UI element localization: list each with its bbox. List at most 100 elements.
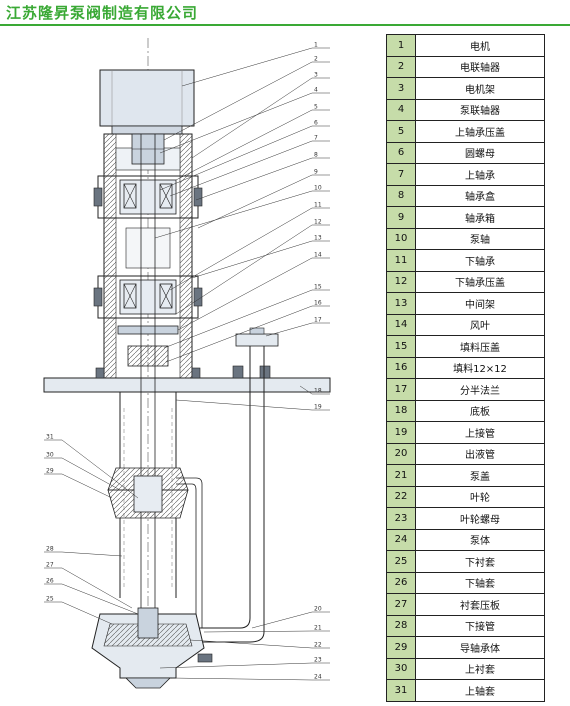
callout-30: 30 bbox=[46, 452, 121, 491]
callout-7: 7 bbox=[169, 135, 318, 197]
part-number: 23 bbox=[386, 507, 416, 530]
callout-15: 15 bbox=[163, 284, 322, 349]
part-number: 20 bbox=[386, 442, 416, 465]
leader-line bbox=[251, 611, 313, 629]
upper-bearing-box bbox=[93, 175, 203, 219]
part-number: 14 bbox=[386, 313, 416, 336]
part-number: 19 bbox=[386, 421, 416, 444]
leader-line bbox=[181, 47, 313, 87]
callout-2: 2 bbox=[163, 56, 318, 141]
part-number: 29 bbox=[386, 636, 416, 659]
pump-assembly-drawing: 1234567891011121314151617181920212223243… bbox=[43, 38, 331, 689]
leader-line bbox=[175, 109, 313, 181]
leader-line bbox=[61, 439, 139, 499]
leader-line bbox=[61, 601, 113, 625]
part-name: 分半法兰 bbox=[415, 378, 545, 401]
callout-number: 20 bbox=[314, 606, 322, 613]
leader-line bbox=[61, 457, 121, 491]
callout-number: 17 bbox=[314, 317, 322, 324]
part-name: 泵轴 bbox=[415, 227, 545, 250]
part-name: 电机架 bbox=[415, 77, 545, 100]
leader-line bbox=[159, 125, 313, 191]
part-name: 泵体 bbox=[415, 528, 545, 551]
leader-line bbox=[163, 61, 313, 141]
callout-number: 27 bbox=[46, 562, 54, 569]
callout-8: 8 bbox=[195, 152, 318, 201]
part-number: 6 bbox=[386, 141, 416, 164]
part-number: 3 bbox=[386, 77, 416, 100]
part-number: 27 bbox=[386, 593, 416, 616]
callout-number: 29 bbox=[46, 468, 54, 475]
leader-line bbox=[195, 157, 313, 201]
leader-line bbox=[191, 77, 313, 159]
callout-5: 5 bbox=[175, 104, 318, 181]
callout-number: 28 bbox=[46, 546, 54, 553]
part-name: 下轴承 bbox=[415, 249, 545, 272]
callout-23: 23 bbox=[159, 657, 322, 669]
callout-20: 20 bbox=[251, 606, 322, 629]
leader-line bbox=[163, 289, 313, 349]
leader-line bbox=[177, 257, 313, 331]
part-number: 7 bbox=[386, 163, 416, 186]
callout-number: 19 bbox=[314, 404, 322, 411]
callout-layer: 1234567891011121314151617181920212223243… bbox=[44, 42, 330, 681]
callout-number: 24 bbox=[314, 674, 322, 681]
callout-number: 10 bbox=[314, 185, 322, 192]
part-name: 填料压盖 bbox=[415, 335, 545, 358]
leader-line bbox=[191, 240, 313, 279]
part-name: 下轴承压盖 bbox=[415, 270, 545, 293]
part-name: 填料12×12 bbox=[415, 356, 545, 379]
callout-number: 8 bbox=[314, 152, 318, 159]
leader-line bbox=[189, 639, 313, 649]
part-number: 17 bbox=[386, 378, 416, 401]
callout-number: 31 bbox=[46, 434, 54, 441]
callout-number: 6 bbox=[314, 120, 318, 127]
part-name: 上轴套 bbox=[415, 679, 545, 702]
callout-28: 28 bbox=[46, 546, 123, 557]
part-number: 11 bbox=[386, 249, 416, 272]
callout-number: 2 bbox=[314, 56, 318, 63]
part-number: 22 bbox=[386, 485, 416, 508]
leader-line bbox=[171, 677, 313, 681]
callout-9: 9 bbox=[197, 169, 318, 229]
callout-number: 23 bbox=[314, 657, 322, 664]
callout-31: 31 bbox=[46, 434, 139, 499]
part-name: 底板 bbox=[415, 399, 545, 422]
leader-line bbox=[61, 567, 133, 609]
part-number: 2 bbox=[386, 55, 416, 78]
callout-number: 14 bbox=[314, 252, 322, 259]
part-number: 24 bbox=[386, 528, 416, 551]
base-plate bbox=[43, 365, 331, 393]
part-name: 衬套压板 bbox=[415, 593, 545, 616]
callout-number: 15 bbox=[314, 284, 322, 291]
part-name: 泵联轴器 bbox=[415, 98, 545, 121]
leader-line bbox=[61, 551, 123, 557]
part-number: 9 bbox=[386, 206, 416, 229]
part-name: 叶轮螺母 bbox=[415, 507, 545, 530]
part-name: 泵盖 bbox=[415, 464, 545, 487]
callout-number: 1 bbox=[314, 42, 318, 49]
leader-line bbox=[169, 140, 313, 197]
callout-number: 21 bbox=[314, 625, 322, 632]
callout-19: 19 bbox=[175, 399, 322, 411]
part-number: 18 bbox=[386, 399, 416, 422]
callout-number: 26 bbox=[46, 578, 54, 585]
part-name: 下衬套 bbox=[415, 550, 545, 573]
callout-number: 7 bbox=[314, 135, 318, 142]
part-name: 电联轴器 bbox=[415, 55, 545, 78]
